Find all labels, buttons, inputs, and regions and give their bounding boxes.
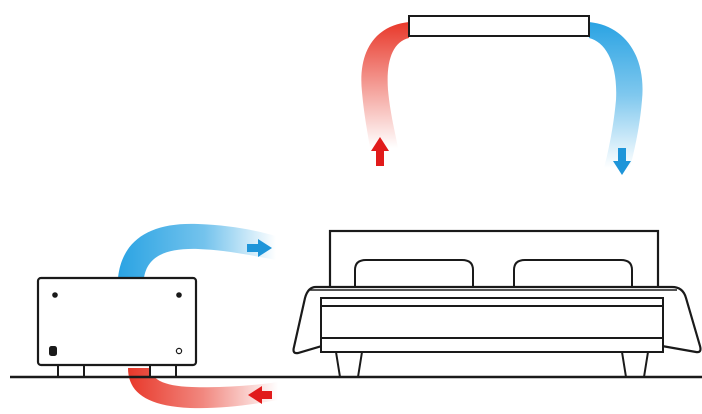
bed-leg-left [336, 352, 362, 377]
cool-air-outlet-flow [589, 22, 643, 168]
pillow-left [355, 260, 473, 290]
power-indicator-icon [49, 346, 57, 356]
ceiling-unit [361, 16, 642, 175]
screw-icon [176, 292, 182, 298]
floor-standing-unit-icon [38, 278, 196, 365]
screw-icon [52, 292, 58, 298]
floor-unit [38, 224, 278, 408]
double-bed-icon [294, 231, 701, 377]
status-light-icon [176, 348, 181, 353]
bed-frame-rail-bottom [321, 338, 663, 352]
bed-frame-rail-top [321, 298, 663, 306]
ceiling-ac-unit-icon [409, 16, 589, 36]
pillow-right [514, 260, 632, 290]
warm-air-intake-flow [361, 22, 409, 148]
bed-leg-right [622, 352, 648, 377]
